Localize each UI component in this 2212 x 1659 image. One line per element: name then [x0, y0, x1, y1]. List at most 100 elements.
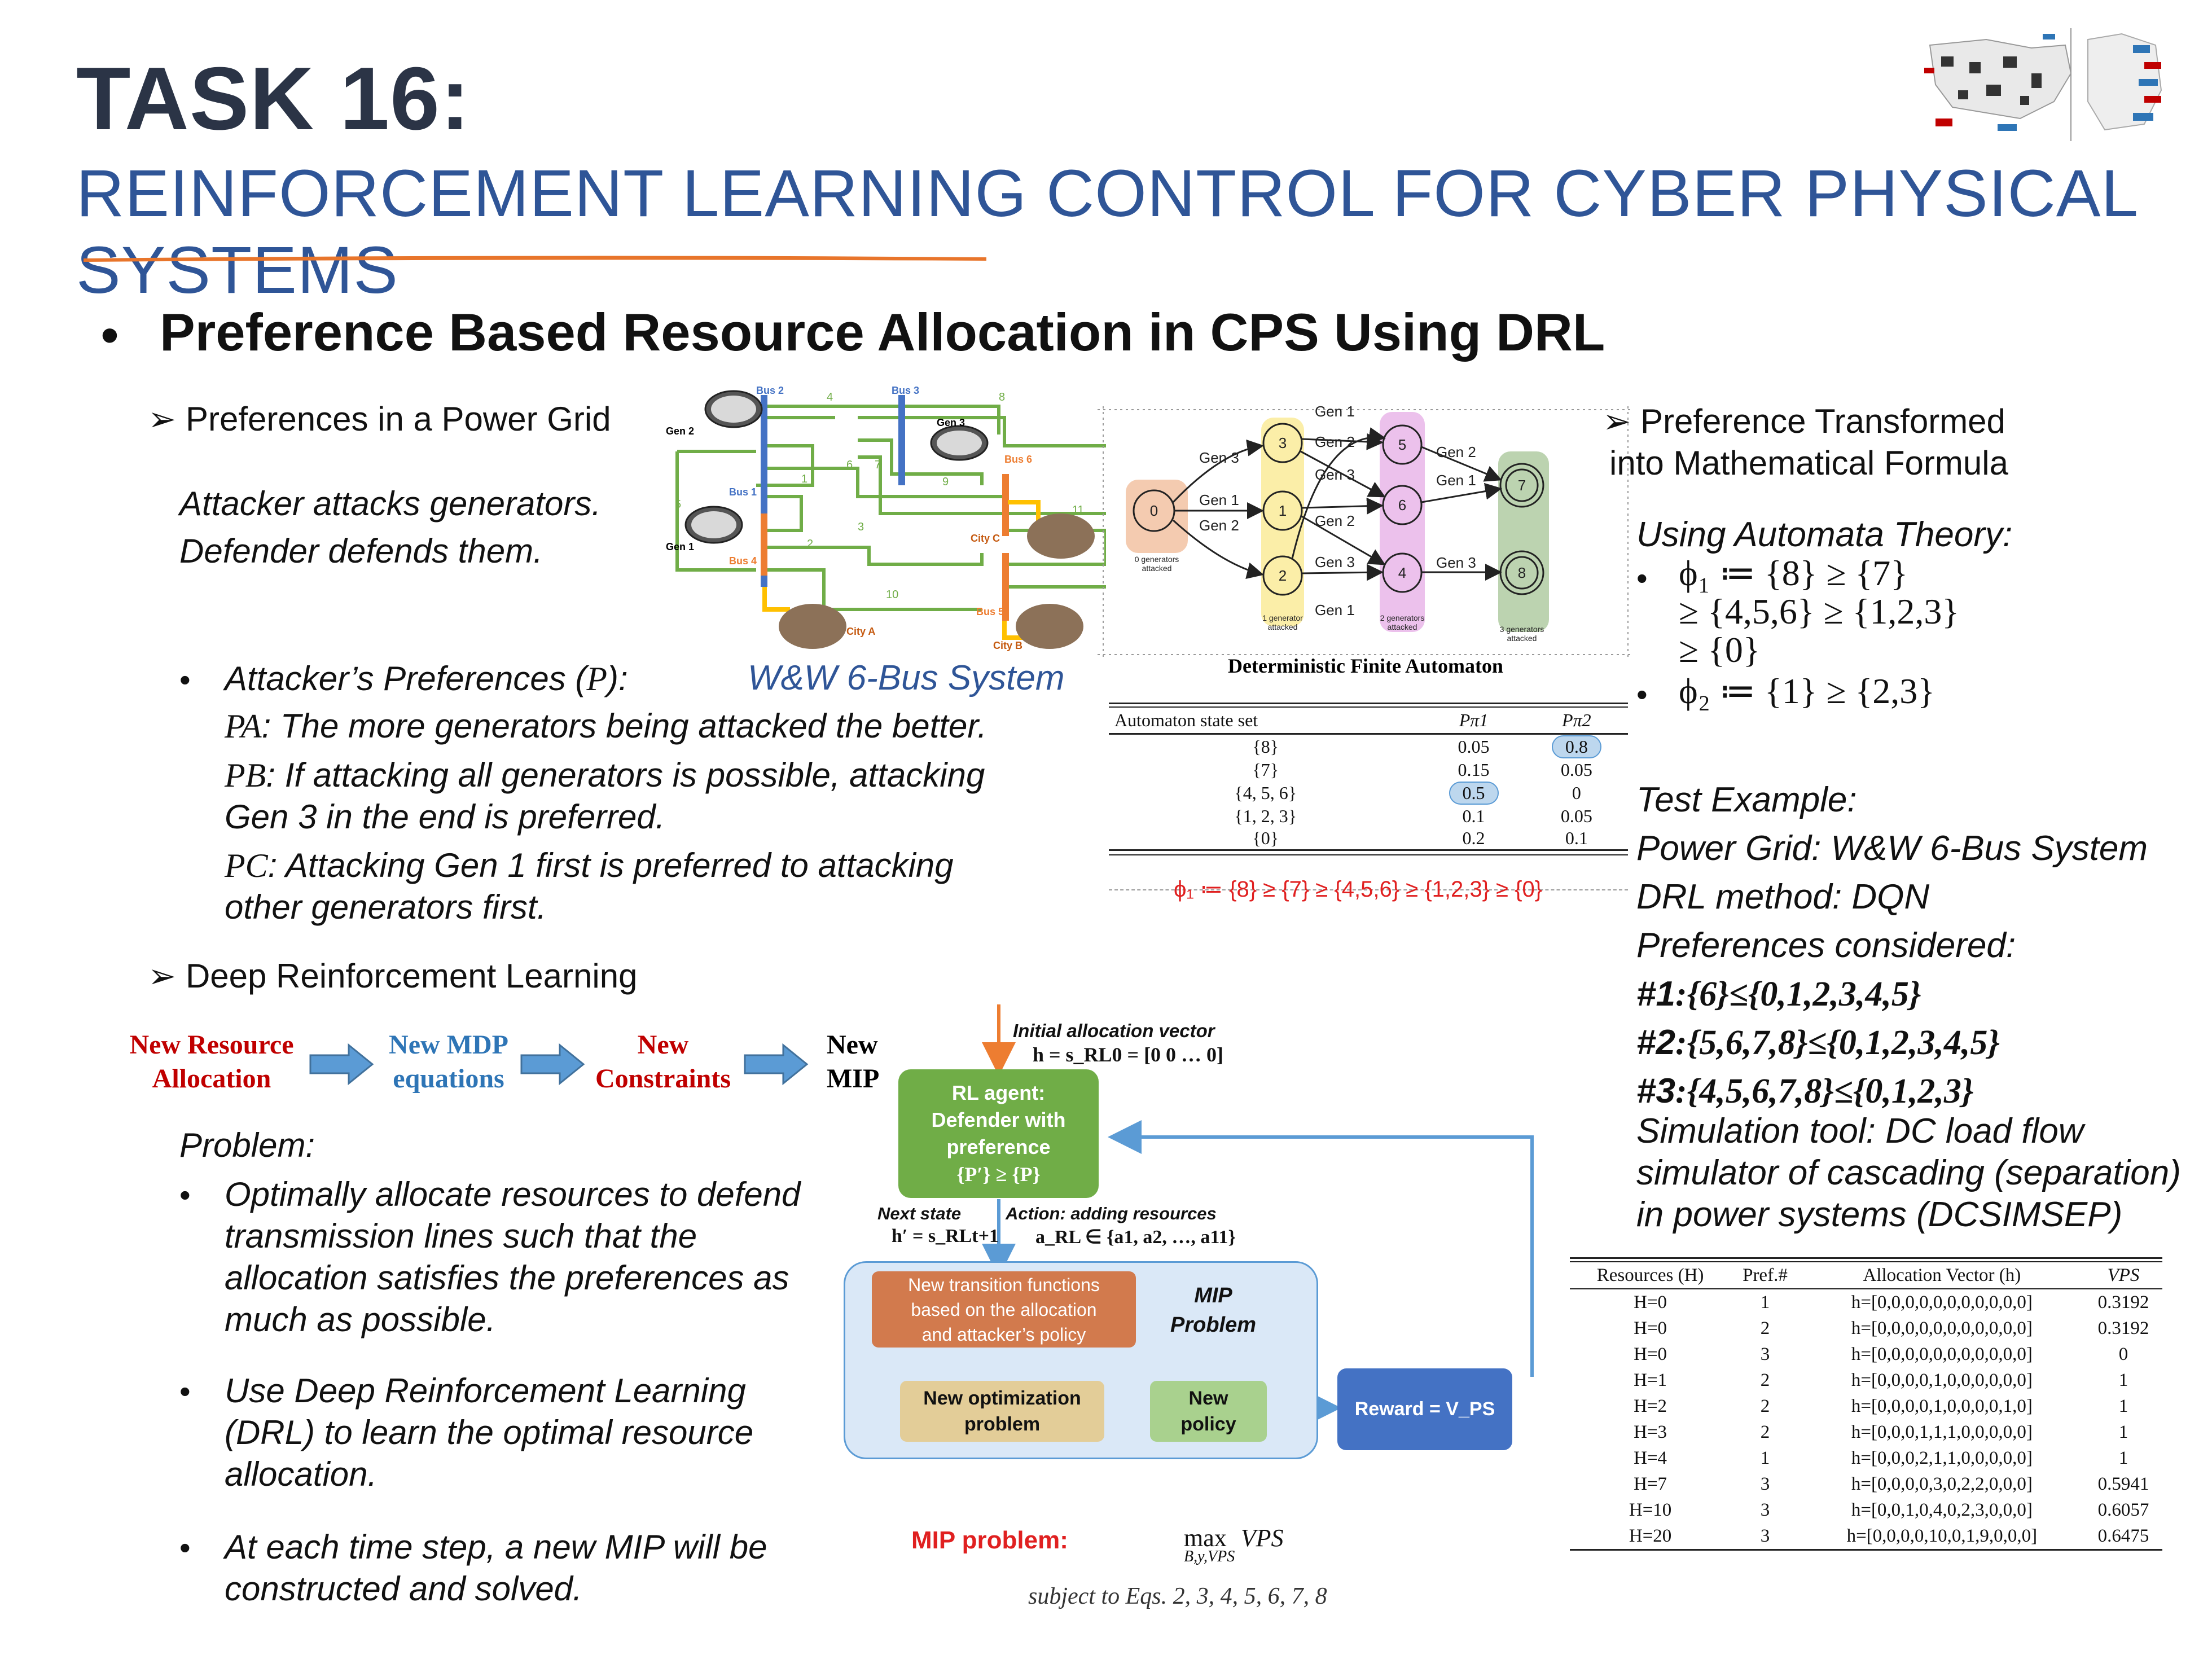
- svg-text:City A: City A: [846, 626, 875, 637]
- bullet-dot: •: [1636, 677, 1648, 712]
- attacker-line: Attacker attacks generators.: [179, 485, 602, 523]
- problem-bullet-1: Optimally allocate resources to defend t…: [225, 1175, 801, 1338]
- using-automata: Using Automata Theory:: [1636, 515, 2013, 554]
- svg-text:Gen 2: Gen 2: [1436, 444, 1476, 460]
- action-eq: a_RL ∈ {a1, a2, …, a11}: [1035, 1227, 1236, 1248]
- pref-pb: PB: If attacking all generators is possi…: [225, 756, 985, 836]
- system-label: W&W 6-Bus System: [748, 659, 1065, 697]
- arrowhead-icon: ➢: [1603, 402, 1631, 440]
- svg-text:attacked: attacked: [1142, 564, 1172, 573]
- action-label: Action: adding resources: [1006, 1204, 1217, 1223]
- svg-text:Gen 3: Gen 3: [1199, 449, 1239, 466]
- simulation-tool: Simulation tool: DC load flow simulator …: [1636, 1112, 2181, 1234]
- svg-text:0: 0: [1150, 502, 1158, 519]
- math-heading: ➢ Preference Transformed into Mathematic…: [1603, 402, 2008, 482]
- attacker-prefs-heading: Attacker’s Preferences (P):: [225, 660, 628, 697]
- svg-text:City C: City C: [971, 533, 1000, 544]
- svg-text:1: 1: [801, 473, 807, 485]
- phi2: ϕ₂ ≔ {1} ≥ {2,3}: [1679, 671, 1935, 711]
- reward-box: Reward = V_PS: [1337, 1368, 1512, 1450]
- svg-text:8: 8: [1518, 564, 1526, 581]
- svg-text:City B: City B: [993, 640, 1022, 651]
- svg-text:6: 6: [1398, 497, 1406, 514]
- svg-text:Gen 2: Gen 2: [1315, 433, 1355, 450]
- svg-text:Gen 3: Gen 3: [937, 417, 965, 428]
- next-state-label: Next state: [877, 1204, 962, 1223]
- pref-3: #3:{4,5,6,7,8}≤{0,1,2,3}: [1636, 1072, 1974, 1111]
- svg-text:0 generators: 0 generators: [1135, 555, 1179, 564]
- pref-pc: PC: Attacking Gen 1 first is preferred t…: [225, 846, 954, 926]
- svg-text:attacked: attacked: [1507, 634, 1537, 643]
- svg-text:Bus 6: Bus 6: [1004, 454, 1032, 465]
- svg-text:4: 4: [1398, 564, 1406, 581]
- svg-text:Gen 1: Gen 1: [1315, 403, 1355, 420]
- automaton-formula: ϕ₁ ≔ {8} ≥ {7} ≥ {4,5,6} ≥ {1,2,3} ≥ {0}: [1174, 877, 1543, 902]
- svg-text:attacked: attacked: [1388, 622, 1417, 631]
- svg-text:1 generator: 1 generator: [1262, 613, 1303, 622]
- rl-agent-box: RL agent: Defender with preference {P′} …: [898, 1069, 1099, 1198]
- bullet-dot: •: [1636, 560, 1648, 596]
- svg-text:Bus 5: Bus 5: [976, 606, 1004, 617]
- svg-text:Bus 3: Bus 3: [892, 385, 919, 396]
- mip-subject-to: subject to Eqs. 2, 3, 4, 5, 6, 7, 8: [1028, 1583, 1327, 1609]
- svg-text:Gen 3: Gen 3: [1436, 554, 1476, 571]
- svg-text:9: 9: [942, 476, 949, 488]
- test-example: Test Example: Power Grid: W&W 6-Bus Syst…: [1636, 776, 2148, 1116]
- mip-title: MIP Problem: [1170, 1284, 1257, 1337]
- mip-objective: max VPS B,y,VPS: [1184, 1524, 1284, 1565]
- pref-pa: PA: The more generators being attacked t…: [225, 707, 987, 745]
- svg-text:3: 3: [1279, 434, 1287, 451]
- title-underline: [84, 256, 986, 262]
- svg-text:7: 7: [875, 459, 881, 471]
- svg-text:2: 2: [807, 538, 813, 550]
- svg-text:4: 4: [827, 391, 833, 403]
- svg-text:10: 10: [886, 589, 898, 601]
- bullet-dot: •: [179, 1530, 191, 1565]
- problem-label: Problem:: [179, 1126, 315, 1164]
- bullet-dot: •: [179, 662, 191, 697]
- power-grid-heading: ➢ Preferences in a Power Grid: [148, 400, 611, 438]
- svg-text:Gen 2: Gen 2: [1199, 517, 1239, 534]
- svg-text:Gen 1: Gen 1: [1315, 602, 1355, 618]
- results-table: Resources (H) Pref.# Allocation Vector (…: [1570, 1257, 2162, 1551]
- svg-text:Bus 4: Bus 4: [729, 555, 757, 567]
- main-bullet-text: Preference Based Resource Allocation in …: [160, 302, 1605, 362]
- svg-text:Bus 1: Bus 1: [729, 486, 757, 498]
- defender-line: Defender defends them.: [179, 532, 543, 570]
- bullet-dot: •: [179, 1177, 191, 1213]
- init-eq: h = s_RL0 = [0 0 … 0]: [1033, 1043, 1224, 1066]
- problem-bullet-3: At each time step, a new MIP will be con…: [225, 1528, 767, 1608]
- svg-text:6: 6: [846, 459, 853, 471]
- page-subtitle: REINFORCEMENT LEARNING CONTROL FOR CYBER…: [76, 156, 2136, 308]
- mip-problem-label: MIP problem:: [911, 1526, 1068, 1554]
- svg-text:Gen 1: Gen 1: [1199, 491, 1239, 508]
- svg-text:Gen 2: Gen 2: [666, 425, 694, 437]
- automaton-diagram: 0 3 1 2 5 6 4 7 8 Gen 3 Gen 1 Gen 2 Gen …: [1098, 403, 1634, 677]
- flow-arrow-2: [520, 1043, 585, 1086]
- svg-text:Gen 1: Gen 1: [1436, 472, 1476, 489]
- svg-text:attacked: attacked: [1268, 622, 1298, 631]
- svg-text:3: 3: [858, 521, 864, 533]
- svg-text:5: 5: [675, 498, 681, 511]
- svg-text:Gen 1: Gen 1: [666, 541, 694, 552]
- drl-heading: ➢ Deep Reinforcement Learning: [148, 957, 638, 995]
- arrowhead-icon: ➢: [148, 400, 177, 438]
- svg-text:3 generators: 3 generators: [1500, 625, 1544, 634]
